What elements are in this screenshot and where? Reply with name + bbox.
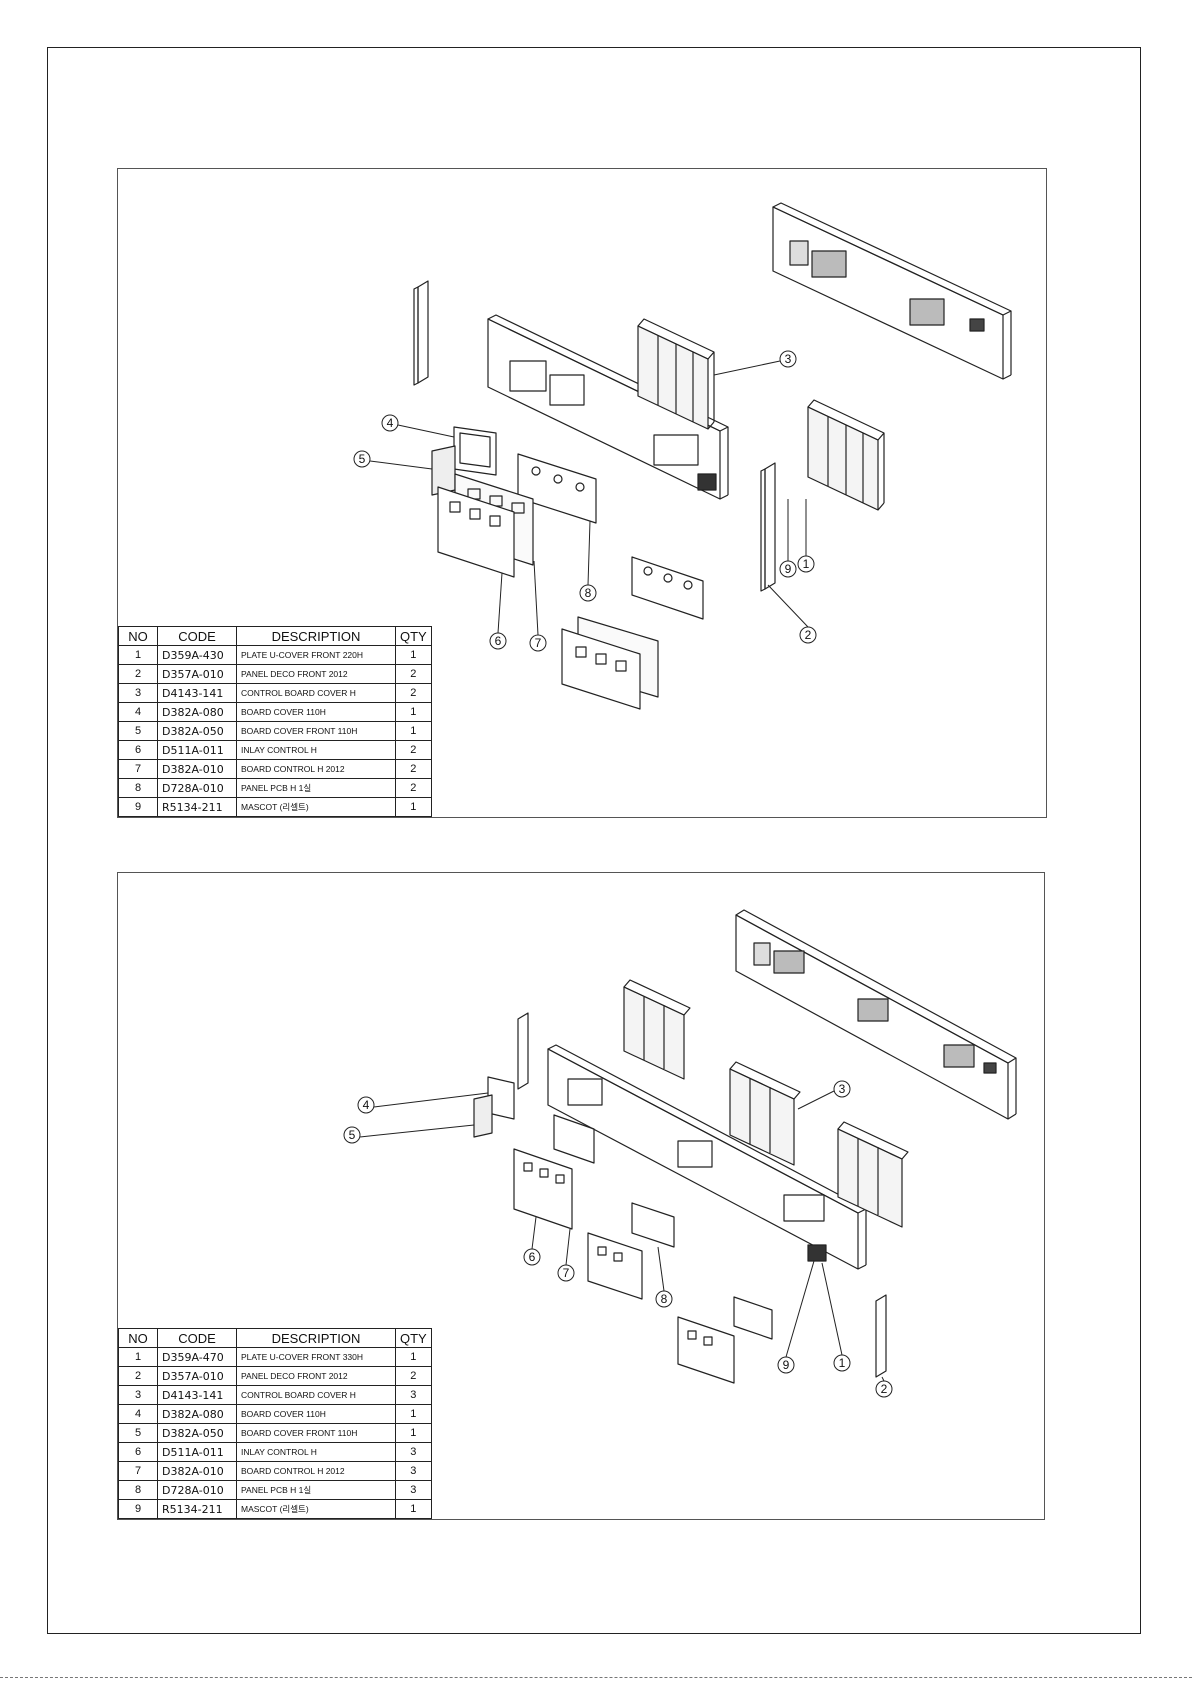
- part-panel-deco-2: [760, 462, 776, 592]
- exploded-view-330h: 1 9 2 3 4 5 6 7 8: [343, 909, 1017, 1398]
- part-panel-deco-2: [875, 1294, 887, 1378]
- part-inlay-control-6: [513, 1148, 573, 1230]
- col-code: CODE: [157, 626, 237, 646]
- callout-label: 8: [585, 586, 592, 600]
- part-plate-front-1: [772, 202, 1012, 380]
- part-pcb-8: [553, 1114, 595, 1164]
- part-pcb-8b: [631, 556, 704, 620]
- callout-label: 1: [839, 1356, 846, 1370]
- callout-label: 4: [387, 416, 394, 430]
- part-board-cover-4: [453, 426, 497, 476]
- col-qty: QTY: [395, 1328, 432, 1348]
- callout-label: 3: [839, 1082, 846, 1096]
- part-pcb-8: [517, 453, 597, 524]
- col-code: CODE: [157, 1328, 237, 1348]
- callout-label: 2: [805, 628, 812, 642]
- part-side-upright: [413, 280, 429, 386]
- callout-label: 8: [661, 1292, 668, 1306]
- callout-label: 6: [529, 1250, 536, 1264]
- callout-label: 6: [495, 634, 502, 648]
- callout-label: 7: [563, 1266, 570, 1280]
- exploded-view-220h: 9 1 2 3 4 5 6 7 8: [353, 202, 1012, 710]
- part-board-cover-front-5: [431, 445, 456, 496]
- callout-balloons: [343, 1080, 893, 1398]
- part-pcb-8c: [733, 1296, 773, 1340]
- col-description: DESCRIPTION: [236, 626, 396, 646]
- part-inlay-control-6: [437, 486, 515, 578]
- part-control-board-cover-3b: [729, 1061, 801, 1166]
- part-board-cover-front-5: [473, 1094, 493, 1138]
- part-control-board-cover-3: [637, 318, 715, 430]
- callout-label: 9: [783, 1358, 790, 1372]
- callout-label: 5: [359, 452, 366, 466]
- col-qty: QTY: [395, 626, 432, 646]
- callout-label: 2: [881, 1382, 888, 1396]
- part-control-board-cover-3b: [807, 399, 885, 511]
- callout-label: 1: [803, 557, 810, 571]
- col-no: NO: [118, 1328, 158, 1348]
- callout-label: 5: [349, 1128, 356, 1142]
- part-inlay-control-6b: [561, 628, 641, 710]
- callout-label: 7: [535, 636, 542, 650]
- page-bottom-rule: [0, 1677, 1192, 1678]
- part-inlay-control-6b: [587, 1232, 643, 1300]
- part-control-board-cover-3a: [623, 979, 691, 1080]
- part-inlay-control-6c: [677, 1316, 735, 1384]
- col-no: NO: [118, 626, 158, 646]
- callout-label: 9: [785, 562, 792, 576]
- part-plate-front-1: [735, 909, 1017, 1120]
- assembly-frame-220h: 9 1 2 3 4 5 6 7 8 NO CODE DESCRIPTION QT…: [117, 168, 1047, 818]
- part-pcb-8b: [631, 1202, 675, 1248]
- drawing-sheet-border: [47, 47, 1141, 1634]
- part-side-upright: [517, 1012, 529, 1090]
- col-description: DESCRIPTION: [236, 1328, 396, 1348]
- assembly-frame-330h: 1 9 2 3 4 5 6 7 8 NO CODE DESCRIPTION QT…: [117, 872, 1045, 1520]
- callout-balloons: [353, 350, 817, 652]
- callout-label: 3: [785, 352, 792, 366]
- part-control-board-cover-3c: [837, 1121, 909, 1228]
- callout-label: 4: [363, 1098, 370, 1112]
